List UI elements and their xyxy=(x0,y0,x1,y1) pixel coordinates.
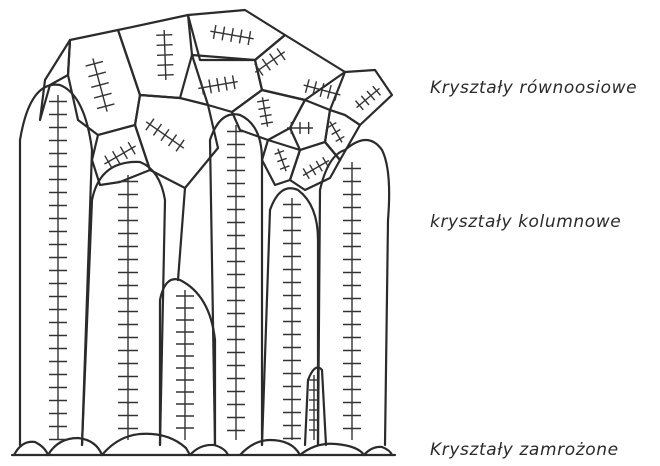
columnar-grain xyxy=(262,188,318,445)
dendrite-arm xyxy=(367,91,375,100)
label-columnar-crystals: kryształy kolumnowe xyxy=(430,212,621,232)
columnar-grain xyxy=(305,368,326,445)
columnar-crystals xyxy=(20,85,389,445)
chill-grain xyxy=(300,444,364,455)
equiaxed-grain xyxy=(135,95,218,188)
dendrite-arm xyxy=(323,157,329,167)
dendrite-arm xyxy=(158,75,174,76)
dendrite-arm xyxy=(156,35,172,36)
dendrite-arm xyxy=(153,124,161,135)
equiaxed-grain xyxy=(40,40,70,120)
dendrite-spine xyxy=(262,97,267,127)
dendrite-arm xyxy=(262,59,270,70)
dendrite-arm xyxy=(356,101,364,110)
chill-grain xyxy=(190,445,228,455)
dendrite-arm xyxy=(277,49,285,60)
dendrite-arm xyxy=(316,161,322,171)
dendrite-arm xyxy=(270,54,278,65)
chill-grain xyxy=(48,438,102,455)
equiaxed-grain xyxy=(188,10,285,60)
dendrite-arm xyxy=(310,165,316,175)
chill-grain xyxy=(240,440,300,455)
columnar-grain xyxy=(160,279,215,445)
dendrite-arm xyxy=(157,55,173,56)
equiaxed-grain xyxy=(118,15,192,98)
columnar-grain xyxy=(20,85,92,445)
dendrite-arm xyxy=(105,156,112,168)
dendrite-arm xyxy=(120,147,127,159)
dendrite-arm xyxy=(128,142,135,154)
dendrite-arm xyxy=(157,65,173,66)
chill-grain xyxy=(364,447,392,455)
dendrite-arm xyxy=(157,45,173,46)
equiaxed-grain xyxy=(262,140,300,185)
label-equiaxed-crystals: Kryształy równoosiowe xyxy=(430,78,637,98)
dendrite-arm xyxy=(332,130,341,135)
equiaxed-grain xyxy=(68,30,140,135)
equiaxed-grain xyxy=(325,110,360,160)
columnar-grain xyxy=(318,140,389,445)
dendrite-arm xyxy=(303,168,309,178)
equiaxed-crystals xyxy=(40,10,392,190)
dendrite-arm xyxy=(146,119,154,130)
dendrite-arm xyxy=(361,96,369,105)
chill-crystals xyxy=(14,434,392,455)
dendrite-arm xyxy=(176,140,184,151)
dendrite-arm xyxy=(373,86,381,95)
dendrite-arm xyxy=(113,151,120,163)
dendrite-arm xyxy=(161,129,169,140)
chill-grain xyxy=(102,434,190,455)
label-chill-crystals: Kryształy zamrożone xyxy=(430,440,619,460)
dendrite-arm xyxy=(336,136,345,141)
equiaxed-grain xyxy=(330,70,392,125)
columnar-grain xyxy=(178,188,185,280)
dendrite-arm xyxy=(169,135,177,146)
